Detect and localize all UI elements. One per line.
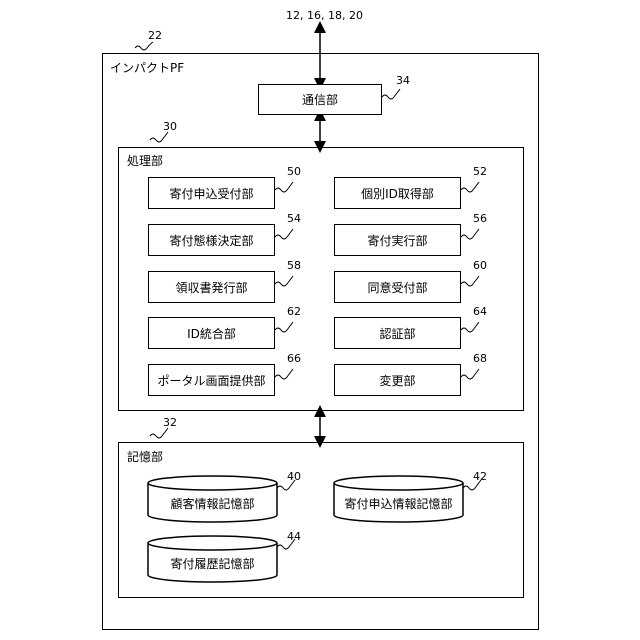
- processing-label: 処理部: [127, 154, 163, 168]
- processing-unit-box: 変更部: [334, 364, 461, 396]
- processing-unit-ref: 66: [287, 353, 301, 365]
- processing-unit-ref: 52: [473, 166, 487, 178]
- storage-unit-label: 顧客情報記憶部: [148, 495, 277, 512]
- processing-unit-ref: 64: [473, 306, 487, 318]
- processing-unit-box: 領収書発行部: [148, 271, 275, 303]
- processing-unit-label: 寄付態様決定部: [169, 232, 253, 249]
- processing-unit-ref: 56: [473, 213, 487, 225]
- processing-unit-label: ポータル画面提供部: [157, 372, 265, 389]
- processing-unit-label: 寄付実行部: [367, 232, 427, 249]
- storage-unit-ref: 44: [287, 531, 301, 543]
- comm-unit-ref: 34: [396, 75, 410, 87]
- processing-ref: 30: [163, 121, 177, 133]
- processing-unit-label: 変更部: [379, 372, 415, 389]
- processing-unit-box: 同意受付部: [334, 271, 461, 303]
- processing-unit-box: 個別ID取得部: [334, 177, 461, 209]
- processing-unit-box: ポータル画面提供部: [148, 364, 275, 396]
- processing-unit-label: 領収書発行部: [175, 279, 247, 296]
- processing-unit-ref: 54: [287, 213, 301, 225]
- storage-unit-label: 寄付申込情報記憶部: [334, 495, 463, 512]
- processing-unit-ref: 62: [287, 306, 301, 318]
- comm-unit-box: 通信部: [258, 84, 382, 115]
- processing-unit-label: 寄付申込受付部: [169, 185, 253, 202]
- processing-unit-label: ID統合部: [187, 325, 236, 342]
- processing-unit-box: 寄付申込受付部: [148, 177, 275, 209]
- processing-unit-ref: 58: [287, 260, 301, 272]
- external-systems-label: 12, 16, 18, 20: [286, 9, 363, 23]
- platform-label: インパクトPF: [110, 61, 184, 75]
- leader-22: [135, 42, 153, 50]
- processing-unit-label: 同意受付部: [367, 279, 427, 296]
- processing-unit-ref: 68: [473, 353, 487, 365]
- platform-ref: 22: [148, 30, 162, 42]
- processing-unit-label: 個別ID取得部: [361, 185, 434, 202]
- processing-unit-ref: 50: [287, 166, 301, 178]
- processing-unit-box: 認証部: [334, 317, 461, 349]
- storage-label: 記憶部: [127, 450, 163, 464]
- storage-unit-ref: 40: [287, 471, 301, 483]
- processing-unit-label: 認証部: [379, 325, 415, 342]
- processing-unit-box: 寄付態様決定部: [148, 224, 275, 256]
- storage-unit-ref: 42: [473, 471, 487, 483]
- processing-unit-box: ID統合部: [148, 317, 275, 349]
- comm-unit-label: 通信部: [302, 91, 338, 108]
- processing-unit-ref: 60: [473, 260, 487, 272]
- storage-unit-label: 寄付履歴記憶部: [148, 555, 277, 572]
- storage-ref: 32: [163, 417, 177, 429]
- processing-unit-box: 寄付実行部: [334, 224, 461, 256]
